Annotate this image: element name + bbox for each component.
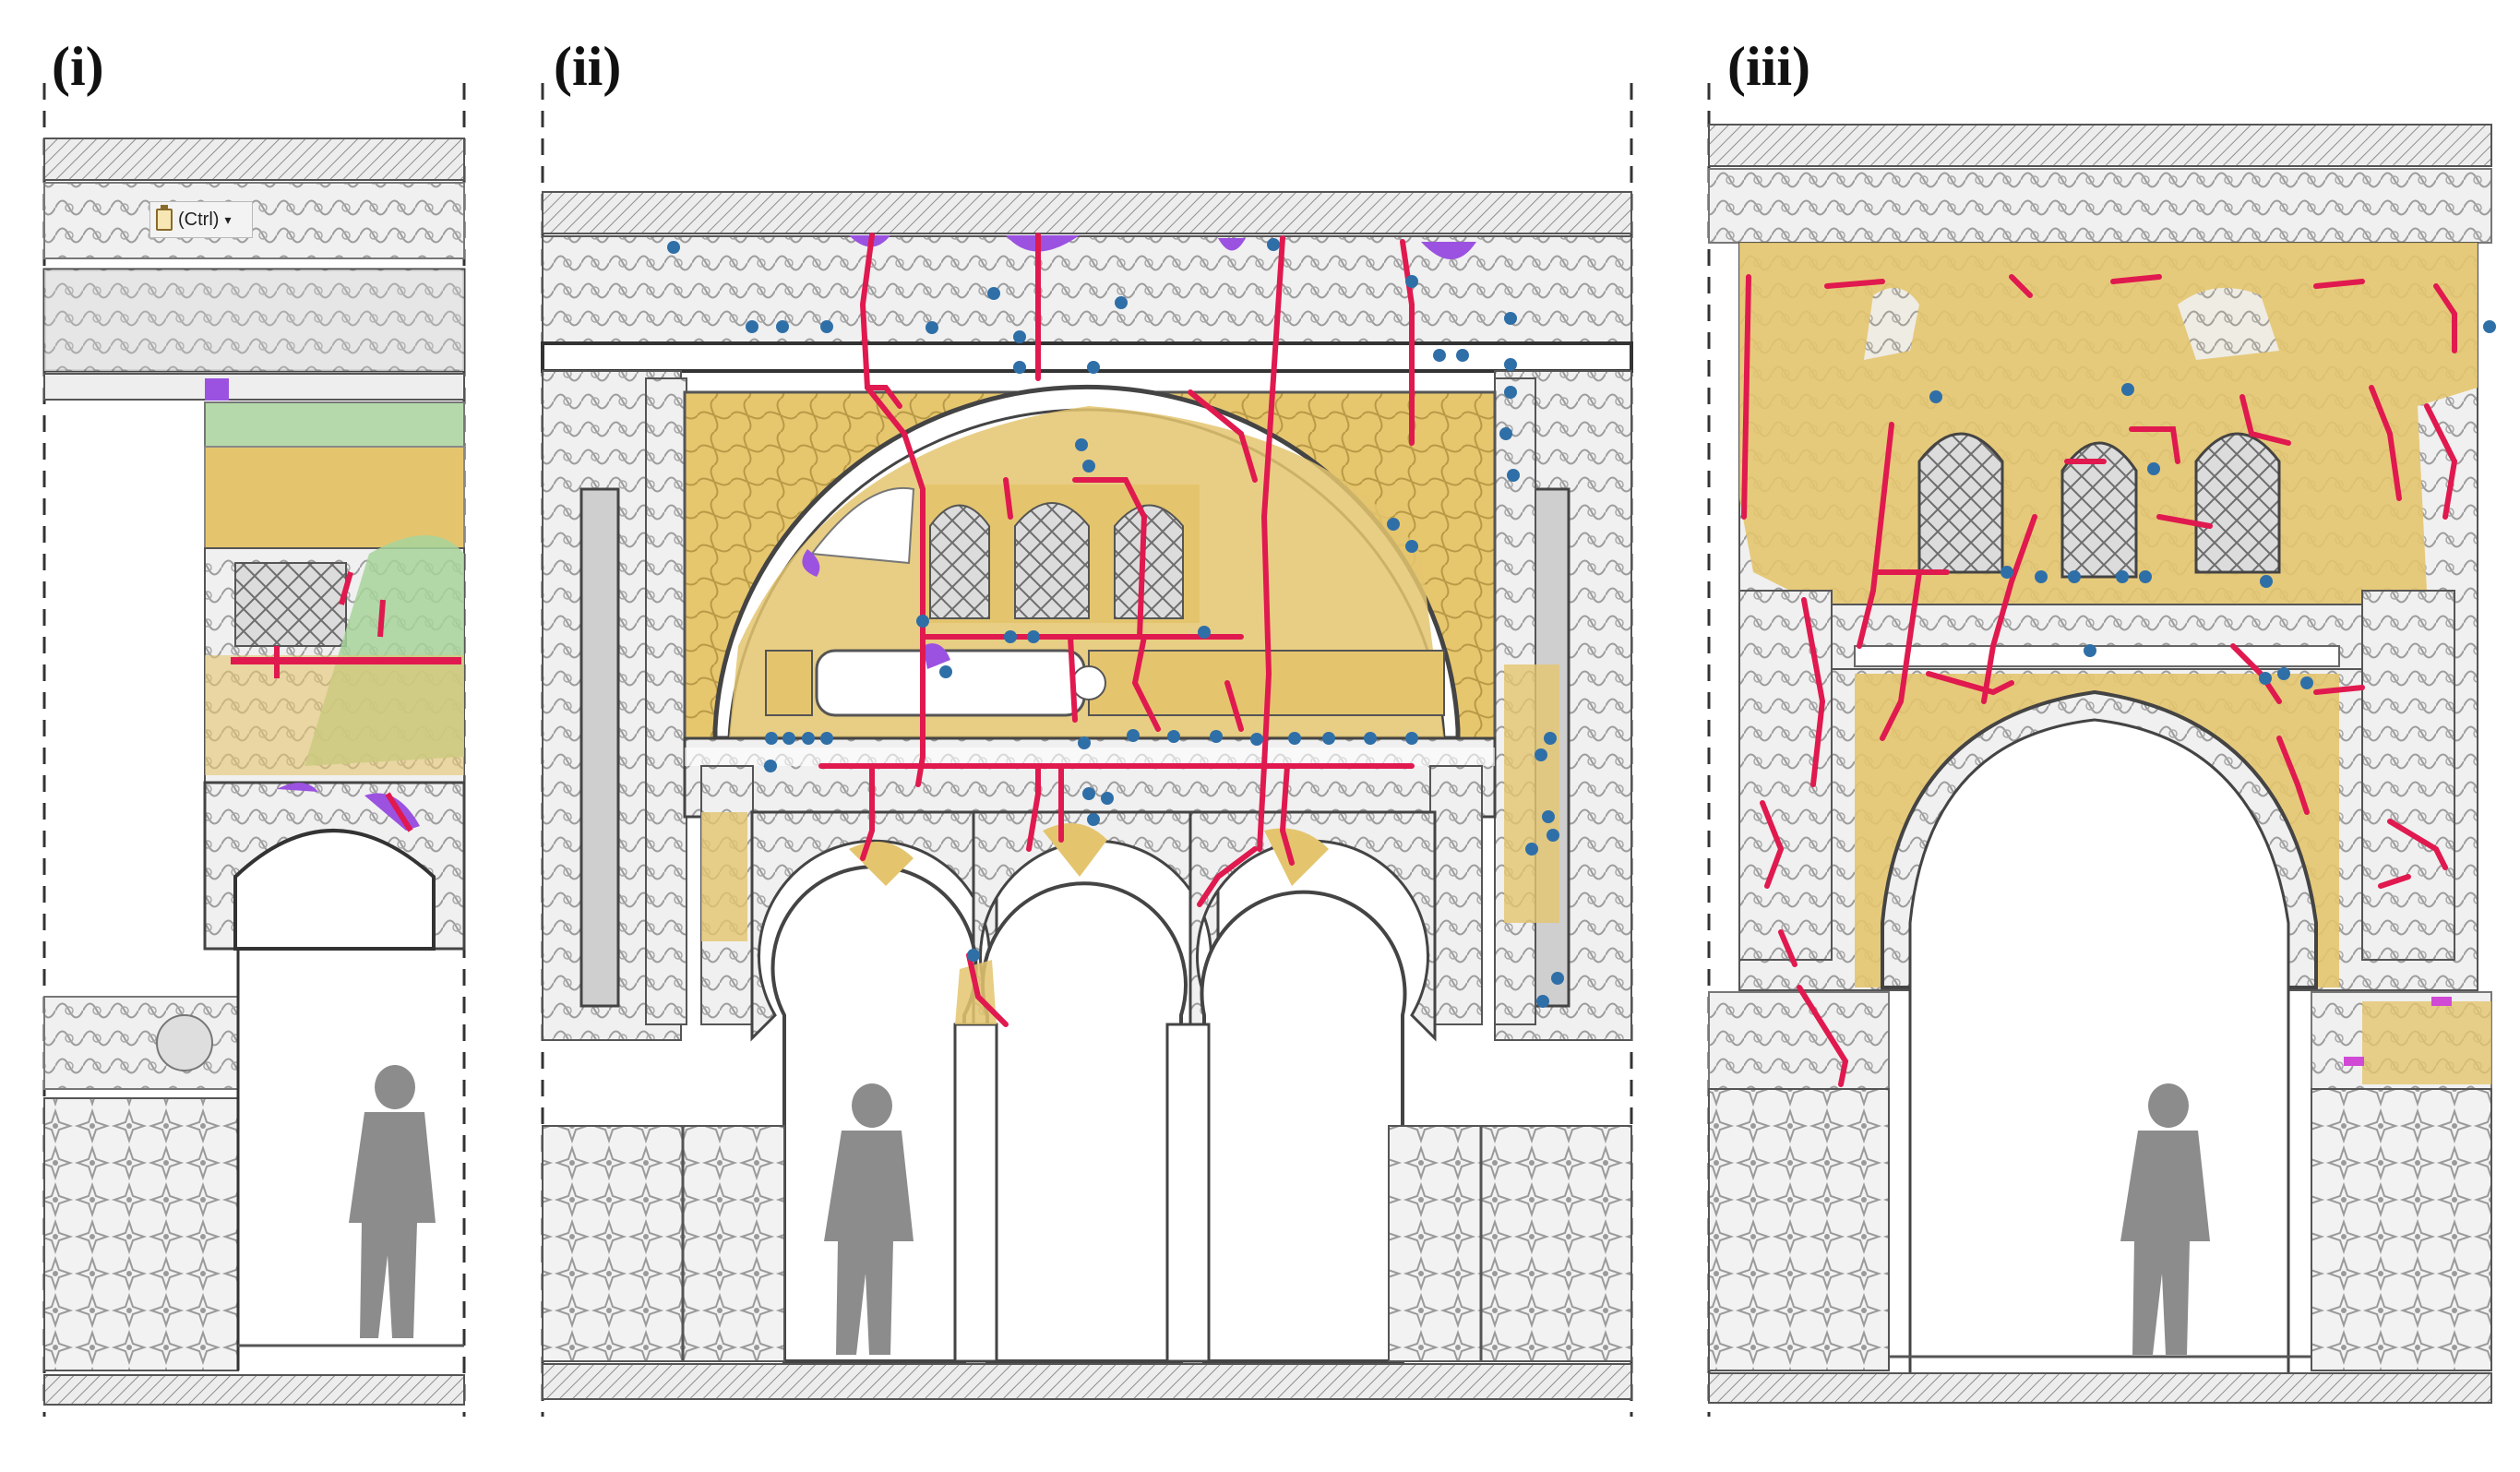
panel-iii-elevation bbox=[1707, 83, 2496, 1417]
paste-options-label: (Ctrl) bbox=[178, 209, 220, 230]
clipboard-icon bbox=[156, 205, 173, 231]
panel-label-iii: (iii) bbox=[1727, 36, 1810, 97]
panel-label-i: (i) bbox=[52, 36, 104, 97]
panel-i-elevation bbox=[42, 83, 466, 1417]
panel-ii-elevation bbox=[541, 83, 1633, 1417]
human-scale-figure-i bbox=[349, 1065, 436, 1338]
panel-label-ii: (ii) bbox=[554, 36, 622, 97]
paste-options-button[interactable]: (Ctrl) ▾ bbox=[149, 201, 253, 238]
human-scale-figure-iii bbox=[2120, 1083, 2210, 1355]
chevron-down-icon: ▾ bbox=[224, 211, 232, 227]
human-scale-figure-ii bbox=[824, 1083, 914, 1355]
